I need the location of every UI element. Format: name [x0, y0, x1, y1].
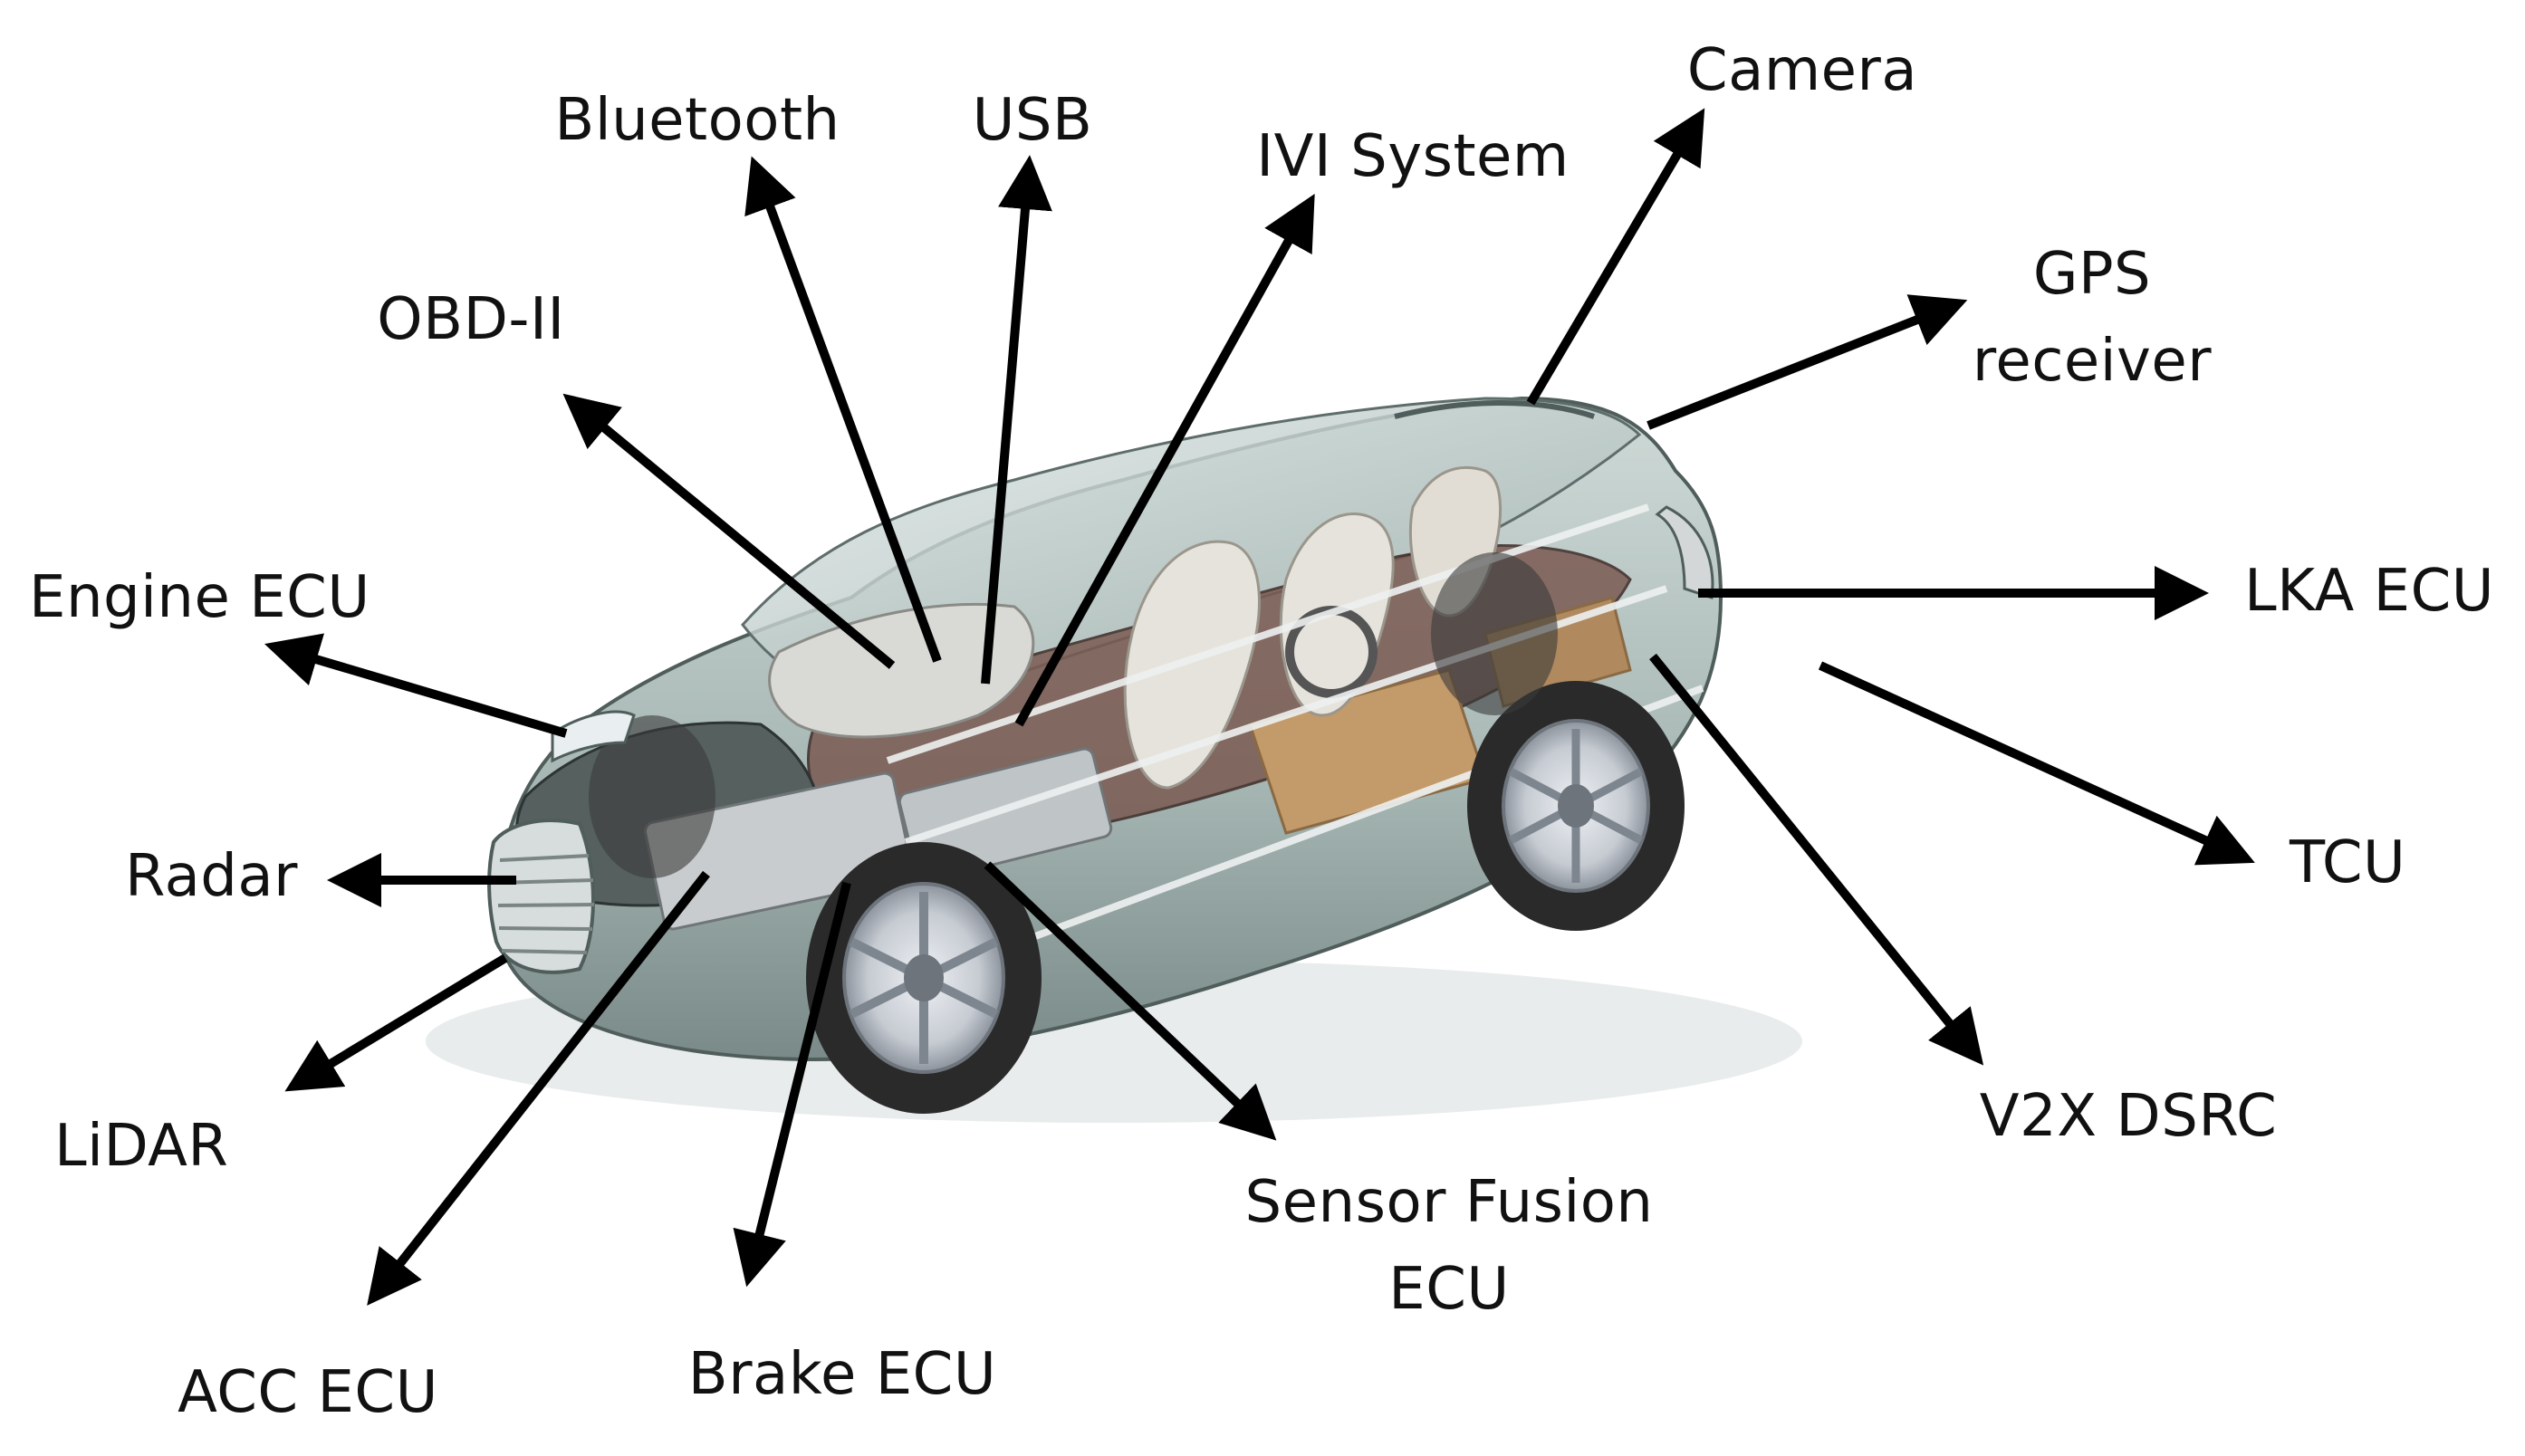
label-engine-ecu: Engine ECU [29, 564, 370, 631]
rear-wheel-far [589, 552, 1558, 878]
rear-wheel [1467, 681, 1685, 931]
label-camera: Camera [1686, 37, 1918, 104]
label-ivi-system: IVI System [1256, 123, 1570, 190]
arrow-camera [1526, 108, 1705, 406]
label-v2x-dsrc: V2X DSRC [1979, 1083, 2278, 1150]
car-illustration [426, 396, 1802, 1123]
arrow-acc [367, 870, 710, 1306]
arrow-sensor-fusion [984, 861, 1277, 1141]
label-gps-line2: receiver [1972, 328, 2213, 395]
arrow-obd [562, 393, 896, 669]
label-gps-line1: GPS [2032, 241, 2152, 308]
arrow-bluetooth [744, 156, 942, 663]
arrow-tcu [1818, 661, 2255, 866]
label-lka-ecu: LKA ECU [2244, 558, 2495, 625]
label-sensor-fusion-line1: Sensor Fusion [1244, 1169, 1654, 1236]
label-obd-ii: OBD-II [377, 286, 565, 353]
arrow-gps [1647, 294, 1968, 430]
arrow-v2x [1649, 653, 1984, 1066]
arrow-usb [981, 155, 1052, 685]
label-bluetooth: Bluetooth [554, 87, 840, 154]
arrow-lidar [284, 953, 508, 1092]
label-sensor-fusion-ecu: Sensor Fusion ECU [1195, 1159, 1703, 1333]
label-brake-ecu: Brake ECU [687, 1341, 997, 1408]
label-gps: GPS receiver [1947, 231, 2237, 405]
label-sensor-fusion-line2: ECU [1388, 1256, 1510, 1323]
label-radar: Radar [125, 843, 298, 910]
label-acc-ecu: ACC ECU [178, 1359, 438, 1426]
label-tcu: TCU [2290, 829, 2406, 896]
label-usb: USB [972, 87, 1093, 154]
arrow-ivi [1014, 194, 1315, 727]
arrow-brake [733, 881, 851, 1288]
front-wheel [806, 842, 1042, 1114]
label-lidar: LiDAR [54, 1113, 229, 1180]
arrow-engine [264, 633, 568, 738]
